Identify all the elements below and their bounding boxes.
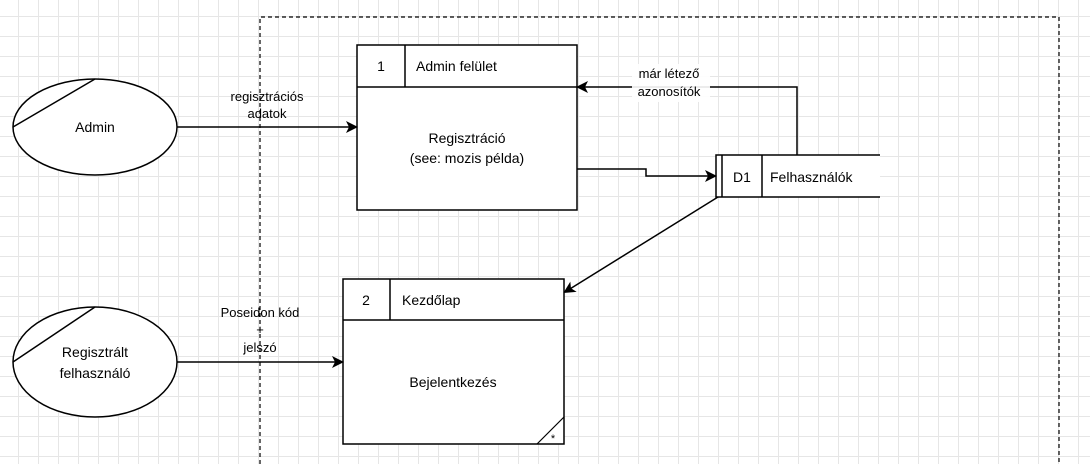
process-1-number: 1 <box>377 58 385 74</box>
flow-existing-ids-label-2: azonosítók <box>638 84 701 99</box>
process-2-marker: * <box>551 433 556 445</box>
flow-registration-to-datastore[interactable] <box>577 168 717 182</box>
flow-login-label-3: jelszó <box>242 340 276 355</box>
process-login[interactable]: 2 Kezdőlap Bejelentkezés * <box>342 278 565 445</box>
flow-login-label-2: + <box>256 322 264 337</box>
process-1-location: Admin felület <box>416 58 497 74</box>
entity-registered-user-label-1: Regisztrált <box>62 344 128 360</box>
process-2-name: Bejelentkezés <box>409 374 496 390</box>
entity-admin[interactable]: Admin <box>12 78 178 176</box>
process-2-location: Kezdőlap <box>402 292 461 308</box>
datastore-id: D1 <box>733 169 751 185</box>
flow-datastore-to-login[interactable] <box>563 196 719 294</box>
entity-registered-user-label-2: felhasználó <box>60 365 131 381</box>
flow-user-to-login[interactable]: Poseidon kód + jelszó <box>177 305 344 368</box>
flow-datastore-to-registration[interactable]: már létező azonosítók <box>576 64 798 155</box>
entity-registered-user[interactable]: Regisztrált felhasználó <box>12 306 178 418</box>
process-1-name-line1: Regisztráció <box>428 130 505 146</box>
process-1-name-line2: (see: mozis példa) <box>410 150 524 166</box>
flow-existing-ids-label-1: már létező <box>639 66 700 81</box>
process-registration[interactable]: 1 Admin felület Regisztráció (see: mozis… <box>356 44 578 211</box>
process-2-number: 2 <box>362 292 370 308</box>
datastore-users[interactable]: D1 Felhasználók <box>715 154 880 198</box>
flow-admin-to-registration[interactable]: regisztrációs adatok <box>177 89 358 133</box>
flow-admin-label-1: regisztrációs <box>231 89 304 104</box>
flow-login-label-1: Poseidon kód <box>221 305 300 320</box>
flow-admin-label-2: adatok <box>247 106 287 121</box>
datastore-name: Felhasználók <box>770 169 853 185</box>
entity-admin-label: Admin <box>75 119 115 135</box>
